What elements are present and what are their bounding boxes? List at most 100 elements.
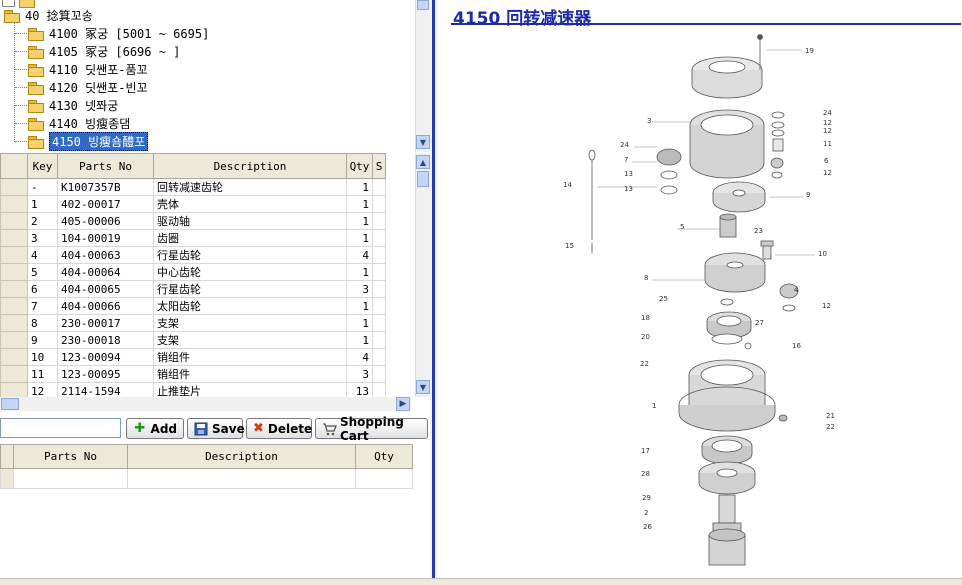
col-qty[interactable]: Qty — [346, 153, 373, 179]
cell-s[interactable] — [372, 348, 386, 366]
callout-label[interactable]: 6 — [824, 157, 829, 165]
tree-item-4110[interactable]: 4110 딧쌘포-품꼬 — [28, 60, 148, 78]
tree-item-prev[interactable]: − — [0, 0, 47, 9]
scroll-thumb[interactable] — [417, 0, 429, 10]
pane-splitter[interactable] — [430, 0, 437, 578]
callout-label[interactable]: 24 — [620, 141, 629, 149]
cell-parts-no[interactable]: 405-00006 — [57, 212, 154, 230]
callout-label[interactable]: 21 — [826, 412, 835, 420]
cell-parts-no[interactable]: 123-00094 — [57, 348, 154, 366]
grid-scrollbar[interactable]: ▲ ▼ — [415, 153, 430, 397]
tree-item-4100[interactable]: 4100 冢궁 [5001 ~ 6695] — [28, 24, 209, 42]
cell-s[interactable] — [372, 382, 386, 398]
tree-item-4140[interactable]: 4140 빙瘦종댐 — [28, 114, 130, 132]
cell-description[interactable]: 回转减速齿轮 — [153, 178, 347, 196]
cell-qty[interactable]: 1 — [346, 263, 373, 281]
tree-item-4120[interactable]: 4120 딧쌘포-빈꼬 — [28, 78, 148, 96]
callout-label[interactable]: 27 — [755, 319, 764, 327]
cell-key[interactable]: 1 — [27, 195, 58, 213]
callout-label[interactable]: 7 — [624, 156, 628, 164]
col-key[interactable]: Key — [27, 153, 58, 179]
cell[interactable] — [13, 468, 128, 489]
callout-label[interactable]: 17 — [641, 447, 650, 455]
cell-description[interactable]: 行星齿轮 — [153, 280, 347, 298]
cell-s[interactable] — [372, 212, 386, 230]
cell-parts-no[interactable]: 104-00019 — [57, 229, 154, 247]
callout-label[interactable]: 25 — [659, 295, 668, 303]
cell-description[interactable]: 驱动轴 — [153, 212, 347, 230]
cell-parts-no[interactable]: 404-00063 — [57, 246, 154, 264]
cell-key[interactable]: 4 — [27, 246, 58, 264]
tree-item-4150[interactable]: 4150 빙瘦숌醴포 — [28, 131, 149, 151]
cell-qty[interactable]: 1 — [346, 314, 373, 332]
cell-description[interactable]: 中心齿轮 — [153, 263, 347, 281]
callout-label[interactable]: 29 — [642, 494, 651, 502]
scroll-right-icon[interactable]: ▶ — [396, 397, 410, 411]
table-row[interactable] — [0, 468, 413, 489]
cell-key[interactable]: 10 — [27, 348, 58, 366]
grid-hscrollbar[interactable]: ▶ — [0, 397, 411, 411]
col-qty[interactable]: Qty — [355, 444, 413, 469]
callout-label[interactable]: 22 — [826, 423, 835, 431]
cell-parts-no[interactable]: 402-00017 — [57, 195, 154, 213]
callout-label[interactable]: 4 — [794, 286, 799, 294]
callout-label[interactable]: 26 — [643, 523, 652, 531]
cell-parts-no[interactable]: 123-00095 — [57, 365, 154, 383]
cell-description[interactable]: 太阳齿轮 — [153, 297, 347, 315]
cell-qty[interactable]: 1 — [346, 229, 373, 247]
callout-label[interactable]: 5 — [680, 223, 684, 231]
cell-description[interactable]: 支架 — [153, 314, 347, 332]
cell-s[interactable] — [372, 195, 386, 213]
cell-qty[interactable]: 1 — [346, 178, 373, 196]
cell[interactable] — [127, 468, 356, 489]
cell-key[interactable]: 9 — [27, 331, 58, 349]
scroll-down-icon[interactable]: ▼ — [416, 135, 430, 149]
cell-s[interactable] — [372, 263, 386, 281]
callout-label[interactable]: 19 — [805, 47, 814, 55]
cell-s[interactable] — [372, 246, 386, 264]
cell-s[interactable] — [372, 331, 386, 349]
cell-parts-no[interactable]: 404-00065 — [57, 280, 154, 298]
col-parts-no[interactable]: Parts No — [57, 153, 154, 179]
cell-key[interactable]: 12 — [27, 382, 58, 398]
cell-s[interactable] — [372, 314, 386, 332]
callout-label[interactable]: 28 — [641, 470, 650, 478]
cell-description[interactable]: 销组件 — [153, 348, 347, 366]
cell-key[interactable]: - — [27, 178, 58, 196]
cell-s[interactable] — [372, 178, 386, 196]
callout-label[interactable]: 13 — [624, 170, 633, 178]
cell-qty[interactable]: 3 — [346, 280, 373, 298]
cell-qty[interactable]: 1 — [346, 331, 373, 349]
add-button[interactable]: ✚ Add — [126, 418, 184, 439]
callout-label[interactable]: 23 — [754, 227, 763, 235]
cell-description[interactable]: 销组件 — [153, 365, 347, 383]
col-description[interactable]: Description — [153, 153, 347, 179]
delete-button[interactable]: ✖ Delete — [246, 418, 312, 439]
callout-label[interactable]: 15 — [565, 242, 574, 250]
cell-s[interactable] — [372, 297, 386, 315]
callout-label[interactable]: 2 — [644, 509, 648, 517]
cell-qty[interactable]: 1 — [346, 195, 373, 213]
callout-label[interactable]: 12 — [823, 169, 832, 177]
shopping-cart-button[interactable]: Shopping Cart — [315, 415, 428, 443]
scroll-down-icon[interactable]: ▼ — [416, 380, 430, 394]
callout-label[interactable]: 10 — [818, 250, 827, 258]
exploded-parts-diagram[interactable]: 1932412121124761213131495231510842512182… — [437, 25, 962, 578]
callout-label[interactable]: 12 — [823, 119, 832, 127]
save-button[interactable]: Save — [187, 418, 245, 439]
callout-label[interactable]: 22 — [640, 360, 649, 368]
cell-key[interactable]: 7 — [27, 297, 58, 315]
callout-label[interactable]: 12 — [822, 302, 831, 310]
cell-parts-no[interactable]: 2114-1594 — [57, 382, 154, 398]
cell-s[interactable] — [372, 365, 386, 383]
tree-item-4105[interactable]: 4105 冢궁 [6696 ~ ] — [28, 42, 180, 60]
